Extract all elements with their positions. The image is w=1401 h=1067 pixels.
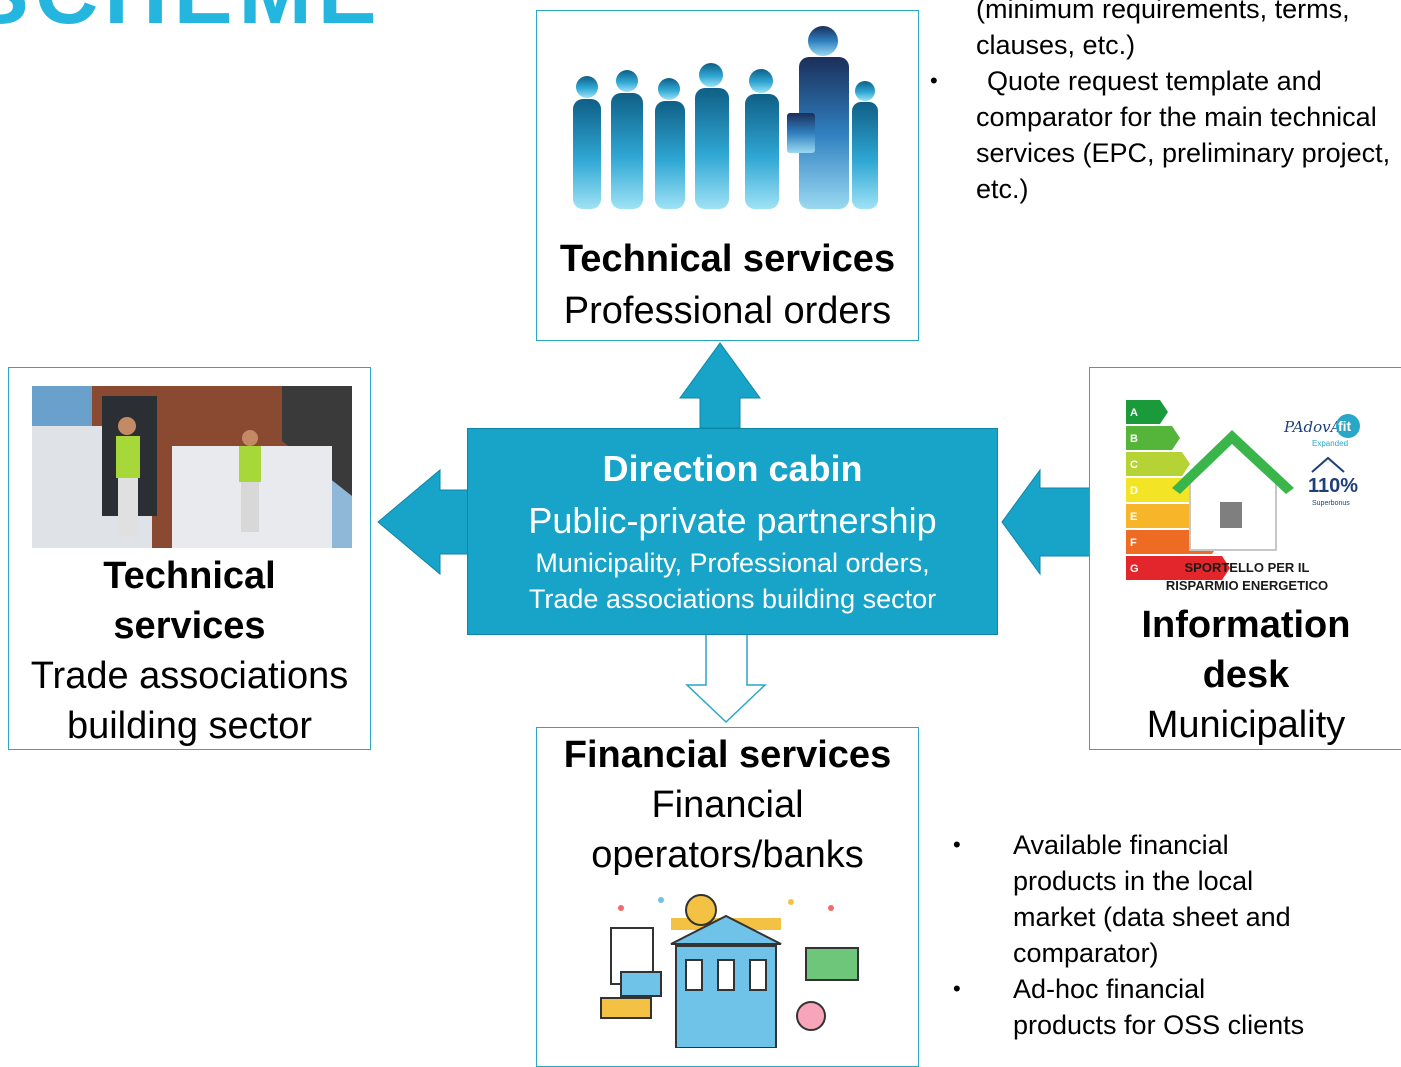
bottom-box-title: Financial services <box>563 734 892 776</box>
bullet-dot: • <box>953 976 961 1001</box>
bottom-right-bullets: • Available financial products in the lo… <box>953 827 1304 1043</box>
bottom-box-subtitle-line-2: operators/banks <box>591 834 864 876</box>
padova-fit-badge: fit <box>1338 418 1352 434</box>
superbonus-percent: 110% <box>1308 475 1358 497</box>
information-desk-box: A B C D E F G PAdovA fit Expanded 110% S… <box>1089 367 1401 750</box>
direction-cabin-box: Direction cabin Public-private partnersh… <box>467 428 998 635</box>
technical-services-professional-box: Technical services Professional orders <box>536 10 919 341</box>
bullet-text-line: etc.) <box>976 174 1029 204</box>
superbonus-label: Superbonus <box>1312 500 1350 507</box>
right-box-title-line-1: Information <box>1141 604 1351 646</box>
workers-photo <box>32 386 352 548</box>
energy-letter: C <box>1130 459 1138 471</box>
energy-letter: F <box>1130 537 1137 549</box>
left-box-subtitle-line-1: Trade associations <box>30 655 349 697</box>
energy-letter: B <box>1130 433 1138 445</box>
bullet-item: • Available financial products in the lo… <box>953 827 1304 971</box>
people-silhouette-image <box>573 26 878 209</box>
top-box-title: Technical services <box>559 238 896 280</box>
page-title: SCHEME <box>0 0 383 44</box>
arrow-left <box>377 468 469 576</box>
desk-logo-line-2: RISPARMIO ENERGETICO <box>1166 578 1328 593</box>
bullet-dot: • <box>930 68 938 93</box>
direction-cabin-detail-1: Municipality, Professional orders, <box>535 548 930 578</box>
direction-cabin-detail-2: Trade associations building sector <box>528 584 937 614</box>
padova-brand-text: PAdovA <box>1283 418 1342 436</box>
bullet-text-line: market (data sheet and <box>1013 902 1291 932</box>
bullet-text-line: products in the local <box>1013 866 1254 896</box>
arrow-down <box>685 633 767 724</box>
bullet-dot: • <box>953 832 961 857</box>
right-box-subtitle: Municipality <box>1146 704 1346 746</box>
energy-letter: G <box>1130 563 1139 575</box>
bullet-text-line: products for OSS clients <box>1013 1010 1305 1040</box>
bullet-item: • Ad-hoc financial products for OSS clie… <box>953 971 1304 1043</box>
left-box-title-line-2: services <box>113 605 266 647</box>
left-box-title-line-1: Technical <box>103 555 276 597</box>
technical-services-trade-box: Technical services Trade associations bu… <box>8 367 371 750</box>
direction-cabin-title: Direction cabin <box>602 448 863 489</box>
left-box-subtitle-line-2: building sector <box>66 705 313 747</box>
direction-cabin-subtitle: Public-private partnership <box>528 500 937 541</box>
bullet-text-line: services (EPC, preliminary project, <box>976 138 1391 168</box>
energy-letter: A <box>1130 407 1138 419</box>
arrow-up <box>679 342 761 429</box>
bullet-text-line: Quote request template and <box>987 66 1322 96</box>
bullet-text-line: Ad-hoc financial <box>1013 974 1206 1004</box>
arrow-from-info-desk <box>1001 468 1091 576</box>
bullet-text-line: Available financial <box>1013 830 1229 860</box>
bullet-text-line: (minimum requirements, terms, <box>976 0 1350 24</box>
desk-logo-line-1: SPORTELLO PER IL <box>1185 560 1310 575</box>
energy-letter: D <box>1130 485 1138 497</box>
top-right-bullets: (minimum requirements, terms, clauses, e… <box>930 0 1390 207</box>
right-box-title-line-2: desk <box>1202 654 1290 696</box>
top-box-subtitle: Professional orders <box>563 290 892 332</box>
bank-illustration <box>600 894 859 1048</box>
bullet-item: • Quote request template and <box>930 63 1390 99</box>
energy-desk-logo: A B C D E F G PAdovA fit Expanded 110% S… <box>1126 400 1360 593</box>
bullet-text-line: comparator for the main technical <box>976 102 1377 132</box>
padova-expanded-text: Expanded <box>1312 439 1348 448</box>
bullet-text-line: comparator) <box>1013 938 1159 968</box>
bottom-box-subtitle-line-1: Financial <box>651 784 804 826</box>
energy-letter: E <box>1130 511 1137 523</box>
financial-services-box: Financial services Financial operators/b… <box>536 727 919 1067</box>
bullet-text-line: clauses, etc.) <box>976 30 1136 60</box>
